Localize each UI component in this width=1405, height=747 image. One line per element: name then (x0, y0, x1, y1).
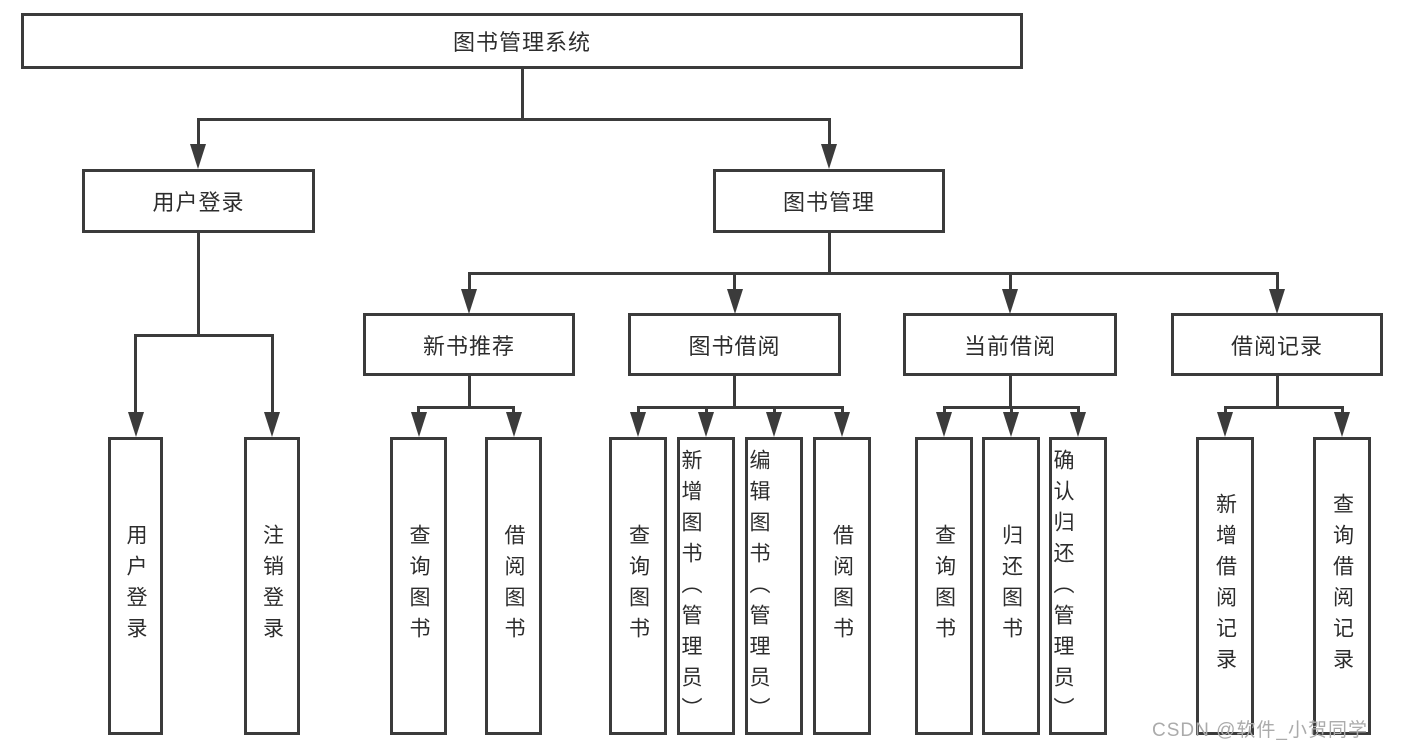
connector-line (827, 233, 831, 275)
csdn-watermark: CSDN @软件_小贺同学 (1152, 720, 1368, 741)
arrow-down-icon (1003, 412, 1019, 437)
arrow-down-icon (821, 144, 837, 169)
leaf-edit-book-admin: 编辑图书（管理员） (745, 437, 803, 735)
arrow-down-icon (1217, 412, 1233, 437)
leaf-label: 确认归还（管理员） (1051, 449, 1074, 728)
arrow-down-icon (410, 412, 427, 437)
connector-line (467, 376, 471, 409)
node-user-login: 用户登录 (82, 169, 315, 233)
connector-line (467, 272, 1279, 275)
connector-line (733, 376, 736, 409)
connector-line (196, 118, 831, 121)
leaf-label: 查询借阅记录 (1330, 493, 1354, 679)
leaf-borrow-books: 借阅图书 (813, 437, 871, 735)
arrow-down-icon (936, 412, 952, 437)
leaf-label: 查询图书 (932, 524, 956, 648)
arrow-down-icon (698, 412, 714, 437)
arrow-down-icon (630, 412, 646, 437)
connector-line (520, 69, 524, 121)
leaf-return-book: 归还图书 (982, 437, 1040, 735)
connector-line (133, 334, 274, 337)
node-borrowing-records: 借阅记录 (1171, 313, 1383, 376)
arrow-down-icon (264, 412, 280, 437)
connector-line (1008, 376, 1012, 409)
leaf-confirm-return-admin: 确认归还（管理员） (1049, 437, 1107, 735)
leaf-label: 编辑图书（管理员） (747, 449, 770, 728)
arrow-down-icon (1269, 289, 1285, 314)
leaf-label: 用户登录 (124, 524, 147, 648)
leaf-label: 注销登录 (260, 524, 284, 648)
node-book-management: 图书管理 (713, 169, 945, 233)
arrow-down-icon (766, 412, 782, 437)
arrow-down-icon (127, 412, 144, 437)
leaf-label: 查询图书 (407, 524, 430, 648)
leaf-label: 借阅图书 (502, 524, 525, 648)
leaf-query-books-recommend: 查询图书 (390, 437, 447, 735)
leaf-label: 查询图书 (626, 524, 650, 648)
connector-line (196, 121, 200, 147)
node-current-borrowing: 当前借阅 (903, 313, 1117, 376)
arrow-down-icon (726, 289, 743, 314)
leaf-label: 新增图书（管理员） (679, 449, 702, 728)
arrow-down-icon (1070, 412, 1086, 437)
leaf-borrow-books-recommend: 借阅图书 (485, 437, 542, 735)
node-book-borrowing: 图书借阅 (628, 313, 841, 376)
node-new-book-recommend: 新书推荐 (363, 313, 575, 376)
leaf-query-books-current: 查询图书 (915, 437, 973, 735)
leaf-add-borrow-record: 新增借阅记录 (1196, 437, 1254, 735)
arrow-down-icon (834, 412, 850, 437)
connector-line (134, 337, 137, 414)
arrow-down-icon (1002, 289, 1018, 314)
leaf-label: 借阅图书 (830, 524, 854, 648)
node-library-system: 图书管理系统 (21, 13, 1023, 69)
connector-line (827, 121, 831, 147)
connector-line (636, 406, 844, 409)
connector-line (1275, 275, 1279, 291)
connector-line (1223, 406, 1344, 409)
connector-line (1275, 376, 1279, 409)
connector-line (417, 406, 515, 409)
leaf-query-borrow-record: 查询借阅记录 (1313, 437, 1371, 735)
arrow-down-icon (190, 144, 206, 169)
arrow-down-icon (505, 412, 522, 437)
leaf-label: 新增借阅记录 (1213, 493, 1237, 679)
leaf-logout: 注销登录 (244, 437, 300, 735)
leaf-add-book-admin: 新增图书（管理员） (677, 437, 735, 735)
arrow-down-icon (1334, 412, 1350, 437)
arrow-down-icon (461, 289, 477, 314)
connector-line (1008, 275, 1012, 291)
leaf-label: 归还图书 (999, 524, 1023, 648)
connector-line (732, 275, 736, 291)
leaf-query-books-borrow: 查询图书 (609, 437, 667, 735)
connector-line (270, 337, 274, 414)
connector-line (197, 233, 200, 337)
leaf-user-login: 用户登录 (108, 437, 163, 735)
connector-line (467, 275, 471, 291)
connector-line (942, 406, 1080, 409)
